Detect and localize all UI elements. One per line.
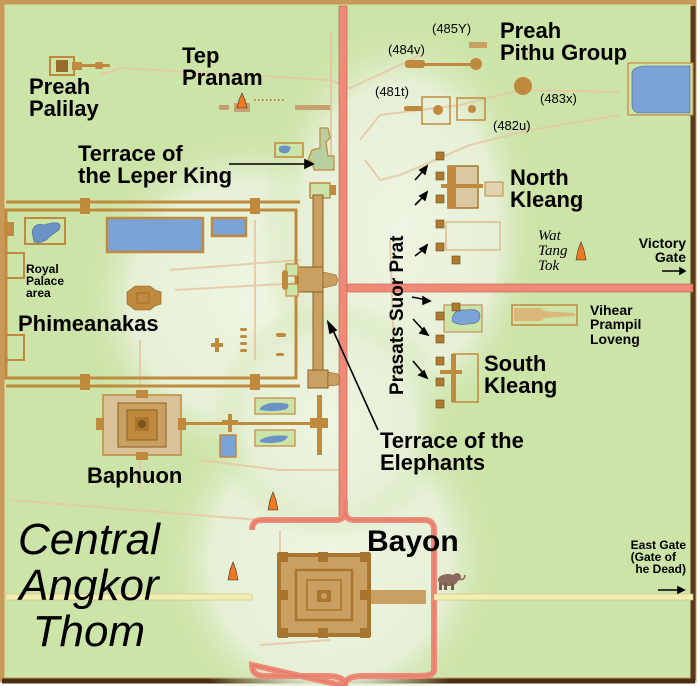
label-prasats-suor-prat: Prasats Suor Prat	[387, 235, 408, 395]
label-line: Preah	[500, 18, 562, 43]
leper-king-terrace	[274, 127, 336, 199]
label-east-gate: East Gate (Gate of he Dead)	[590, 539, 686, 576]
label-line: East Gate	[630, 538, 686, 552]
title-line: Thom	[32, 607, 146, 657]
label-line: Kleang	[510, 187, 584, 213]
title-line: Angkor	[19, 561, 159, 611]
label-line: Terrace of	[78, 141, 183, 166]
code-484v: (484v)	[388, 42, 425, 57]
label-line: North	[510, 165, 569, 190]
label-victory-gate: Victory Gate	[622, 236, 686, 265]
label-leper-king: Terrace of the Leper King	[78, 141, 233, 189]
label-line: (Gate of	[630, 550, 676, 565]
map-title: Central Angkor Thom	[18, 515, 160, 657]
elephant-terrace	[282, 194, 341, 389]
label-line: Pranam	[182, 65, 263, 91]
label-line: Kleang	[484, 373, 558, 399]
label-line: Palace	[26, 274, 65, 289]
stupa-icon	[267, 491, 279, 511]
label-line: Terrace of the	[380, 428, 524, 453]
stupa-icon	[227, 561, 239, 581]
label-phimeanakas: Phimeanakas	[18, 311, 159, 336]
label-line: Prampil	[590, 316, 642, 333]
label-line: Elephants	[380, 450, 486, 476]
label-line: Wat	[538, 228, 561, 244]
tep-pranam-temple	[219, 32, 332, 160]
baphuon-temple	[96, 390, 328, 460]
label-vihear-prampil-loveng: Vihear Prampil Loveng	[590, 303, 641, 346]
label-preah-pithu: Preah Pithu Group	[500, 18, 628, 66]
label-line: area	[26, 286, 51, 301]
code-485y: (485Y)	[432, 21, 472, 36]
label-line: Pithu Group	[500, 40, 628, 66]
title-line: Central	[18, 515, 160, 564]
phimeanakas-temple	[126, 285, 162, 311]
label-line: he Dead)	[635, 562, 686, 577]
label-line: South	[484, 351, 547, 376]
code-481t: (481t)	[375, 84, 409, 99]
label-line: Gate	[654, 249, 686, 266]
label-line: Tang	[538, 243, 568, 259]
roads	[5, 5, 694, 686]
label-line: Victory	[638, 235, 686, 251]
label-north-kleang: North Kleang	[510, 165, 584, 213]
label-line: Loveng	[590, 330, 640, 347]
label-baphuon: Baphuon	[87, 463, 183, 488]
stupa-icon	[575, 241, 587, 261]
label-south-kleang: South Kleang	[484, 351, 558, 399]
preah-palilay-temple	[49, 56, 110, 76]
bayon-temple	[277, 552, 426, 638]
footpaths	[9, 54, 621, 646]
stupa-icon	[236, 92, 248, 109]
north-kleang	[441, 165, 504, 251]
label-line: Vihear	[590, 302, 633, 318]
preah-pithu-group	[404, 42, 694, 125]
label-royal-palace: Royal Palace area	[26, 263, 64, 300]
label-elephant-terrace: Terrace of the Elephants	[380, 428, 524, 476]
code-483x: (483x)	[540, 91, 577, 106]
pointer-arrows	[229, 158, 687, 595]
label-line: Tep	[182, 43, 220, 68]
label-line: Royal	[26, 262, 59, 276]
label-line: the Leper King	[78, 163, 233, 189]
label-wat-tang-tok: Wat Tang Tok	[538, 229, 567, 274]
code-482u: (482u)	[493, 118, 531, 133]
elephant-icon	[438, 573, 466, 590]
label-tep-pranam: Tep Pranam	[182, 43, 263, 91]
label-line: Preah	[29, 74, 91, 99]
suor-prat-towers	[435, 151, 461, 409]
label-bayon: Bayon	[367, 525, 459, 558]
label-line: Palilay	[29, 96, 99, 122]
label-preah-palilay: Preah Palilay	[29, 74, 99, 122]
palace-ponds	[5, 216, 248, 361]
label-line: Tok	[538, 258, 560, 274]
